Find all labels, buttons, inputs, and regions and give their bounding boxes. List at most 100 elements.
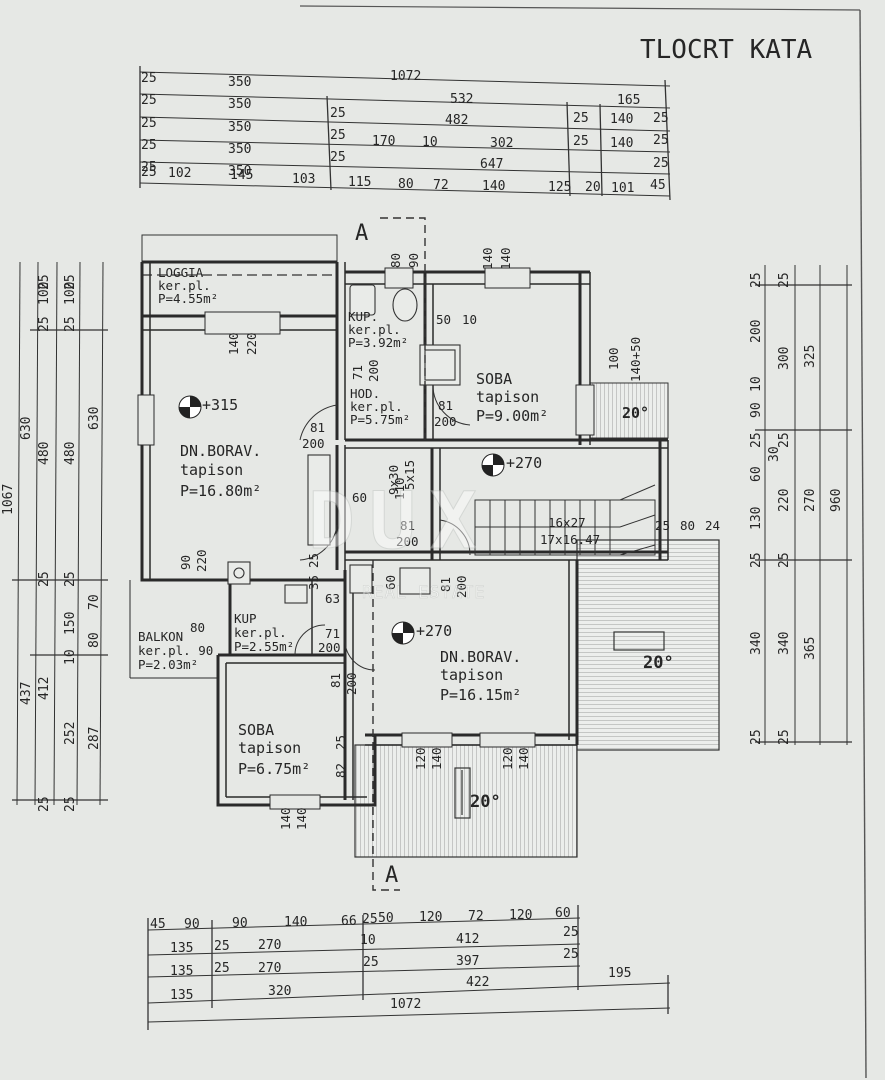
dim-label: 25 — [563, 925, 579, 940]
bottom-dimension-row-5: 1072 — [390, 997, 421, 1012]
level-label: +270 — [506, 454, 542, 472]
level-label: +315 — [202, 396, 238, 414]
dim-label: 25 — [141, 165, 157, 180]
dim-label: 270 — [803, 489, 818, 512]
dim-label: 25 — [777, 432, 792, 448]
dim-label: 130 — [749, 507, 764, 530]
top-dimension-lines — [139, 71, 671, 197]
dim-label: 60 — [352, 490, 367, 505]
dim-label: 25 — [777, 552, 792, 568]
dim-label: 70 — [87, 594, 102, 610]
dim-label: 50 — [436, 312, 451, 327]
dim-label: 135 — [170, 941, 193, 956]
dim-label: 532 — [450, 92, 473, 107]
room-floor: ker.pl. — [350, 399, 403, 414]
dim-label: 25 — [362, 912, 378, 927]
section-marker-bottom: A — [385, 863, 398, 888]
dim-label: 200 — [454, 575, 469, 598]
dim-label: 482 — [445, 113, 468, 128]
dim-label: 350 — [228, 164, 251, 179]
top-dimension-row-6: 25 102 145 103 115 80 72 140 125 20 101 … — [141, 165, 666, 196]
dim-label: 140 — [278, 807, 293, 830]
dim-label: 25 — [749, 729, 764, 745]
room-bathroom-2: KUP ker.pl. P=2.55m² — [234, 611, 294, 654]
level-marker-c: +270 — [391, 621, 452, 645]
dim-label: 25 — [214, 939, 230, 954]
dim-label: 25 — [63, 796, 78, 812]
dim-label: 437 — [19, 682, 34, 705]
room-area: P=16.80m² — [180, 482, 261, 500]
dim-label: 25 — [330, 150, 346, 165]
bottom-dimension-row-1: 45 90 90 140 66 25 50 120 72 120 60 — [150, 906, 571, 932]
dim-label: 25 — [141, 160, 157, 175]
dim-label: 90 — [406, 253, 421, 268]
room-floor: tapison — [440, 666, 503, 684]
dim-label: 50 — [378, 911, 394, 926]
dim-label: 325 — [803, 345, 818, 368]
dim-label: 103 — [292, 172, 315, 187]
dim-label: 25 — [37, 274, 52, 290]
dim-label: 71 — [325, 626, 340, 641]
room-area: P=4.55m² — [158, 291, 218, 306]
dim-label: 25 — [37, 571, 52, 587]
top-dimension-row-3: 25 350 25 482 25 140 25 — [141, 106, 669, 135]
dim-label: 10 — [749, 376, 764, 392]
dim-label: 170 — [372, 134, 395, 149]
room-name: DN.BORAV. — [180, 442, 261, 460]
dim-label: 350 — [228, 75, 251, 90]
dim-label: 412 — [456, 932, 479, 947]
dim-label: 200 — [318, 640, 341, 655]
dim-label: 81 — [438, 398, 453, 413]
dim-label: 100 — [606, 347, 621, 370]
room-area: P=2.55m² — [234, 639, 294, 654]
dim-label: 150 — [63, 612, 78, 635]
dim-label: 422 — [466, 975, 489, 990]
window-openings — [137, 267, 595, 810]
left-dimension-ticks — [12, 329, 108, 801]
dim-label: 340 — [777, 632, 792, 655]
dim-label: 120 — [509, 908, 532, 923]
top-dimension-row-2: 25 350 532 165 — [141, 92, 640, 112]
dim-label: 81 — [310, 420, 325, 435]
room-bedroom-1: SOBA tapison P=9.00m² — [476, 370, 548, 425]
dim-label: 350 — [228, 142, 251, 157]
room-floor: ker.pl. — [348, 322, 401, 337]
dim-label: 200 — [344, 672, 359, 695]
bottom-dimension-ticks — [147, 905, 669, 1030]
dim-label: 9x30 — [386, 465, 401, 495]
dim-label: 287 — [87, 727, 102, 750]
room-name: DN.BORAV. — [440, 648, 521, 666]
room-floor: tapison — [238, 739, 301, 757]
dim-label: 220 — [194, 549, 209, 572]
dim-label: 25 — [749, 272, 764, 288]
dim-label: 165 — [617, 93, 640, 108]
dim-label: 1072 — [390, 997, 421, 1012]
dim-label: 120 — [500, 747, 515, 770]
dim-label: 60 — [749, 466, 764, 482]
dim-label: 115 — [348, 175, 371, 190]
dim-label: 100 — [37, 282, 52, 305]
left-dimension-lines — [16, 261, 104, 806]
dim-label: 30 — [767, 446, 782, 462]
dim-label: 140 — [498, 247, 513, 270]
roof-slope-arrow-icon — [454, 631, 665, 819]
dim-label: 1072 — [390, 69, 421, 84]
level-label: +270 — [416, 622, 452, 640]
dim-label: 25 — [363, 955, 379, 970]
dim-label: 25 — [563, 947, 579, 962]
terrace-roof-right — [576, 539, 720, 751]
dim-label: 135 — [170, 964, 193, 979]
dim-label: 25 — [214, 961, 230, 976]
sink-icon — [349, 284, 376, 316]
room-area: P=3.92m² — [348, 335, 408, 350]
section-marker-top: A — [355, 221, 368, 246]
dim-label: 340 — [749, 632, 764, 655]
dim-label: 102 — [168, 166, 191, 181]
dim-label: 80 — [680, 518, 695, 533]
dim-label: 25 — [573, 134, 589, 149]
dim-label: 25 — [63, 571, 78, 587]
dim-label: 24 — [705, 518, 720, 533]
dim-label: 81 — [438, 577, 453, 592]
dim-label: 630 — [19, 417, 34, 440]
roof-slope-label: 20° — [470, 792, 501, 812]
